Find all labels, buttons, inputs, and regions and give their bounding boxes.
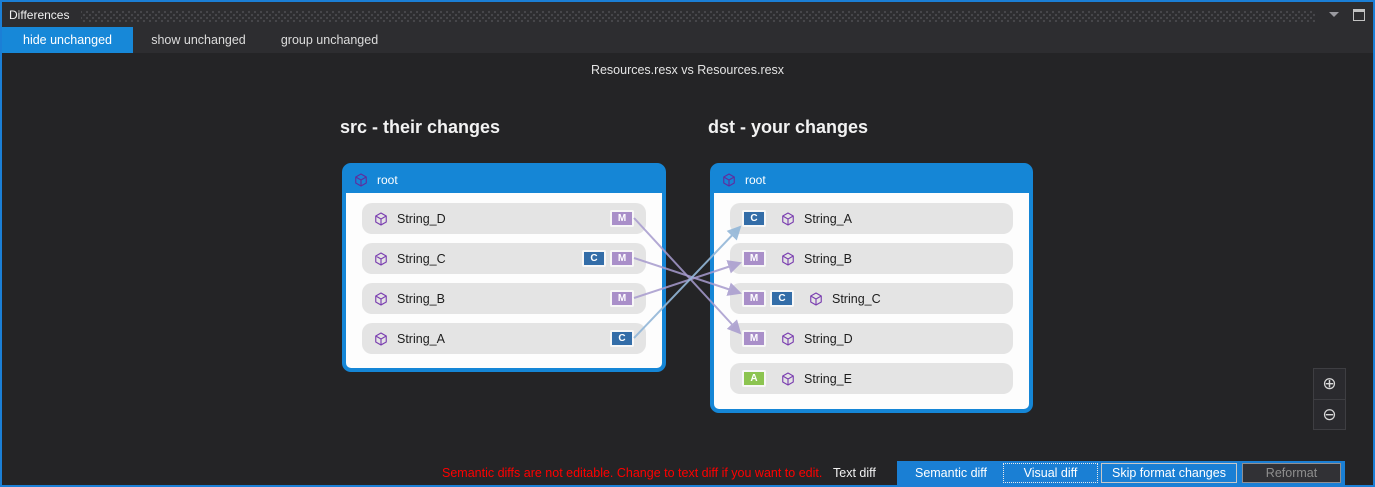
added-badge: A: [742, 370, 766, 387]
namespace-cube-icon: [782, 371, 794, 386]
modified-badge: M: [610, 210, 634, 227]
diff-canvas: Resources.resx vs Resources.resx src - t…: [2, 53, 1373, 461]
connector-string-a: [633, 225, 742, 339]
drag-grip[interactable]: [81, 9, 1315, 22]
window-title: Differences: [9, 7, 70, 22]
namespace-cube-icon: [810, 291, 822, 306]
modified-badge: M: [742, 290, 766, 307]
namespace-cube-icon: [355, 173, 367, 187]
src-tree-panel: root String_D M String_C C M: [342, 163, 666, 372]
dst-item-string-b[interactable]: M String_B: [730, 243, 1013, 274]
diff-connector-lines: [633, 217, 742, 339]
namespace-cube-icon: [375, 211, 387, 226]
dst-item-list: C String_A M String_B M C String_C: [714, 193, 1029, 394]
src-item-string-a[interactable]: String_A C: [362, 323, 646, 354]
changed-badge: C: [582, 250, 606, 267]
zoom-out-button[interactable]: ⊖: [1314, 399, 1345, 429]
dst-root-node[interactable]: root: [714, 167, 1029, 193]
modified-badge: M: [610, 250, 634, 267]
zoom-in-button[interactable]: ⊕: [1314, 369, 1345, 399]
footer-bar: Semantic diffs are not editable. Change …: [2, 461, 1373, 485]
namespace-cube-icon: [723, 173, 735, 187]
dst-item-string-c[interactable]: M C String_C: [730, 283, 1013, 314]
changed-badge: C: [770, 290, 794, 307]
tab-bar: hide unchanged show unchanged group unch…: [2, 27, 1373, 53]
modified-badge: M: [742, 250, 766, 267]
comparison-title: Resources.resx vs Resources.resx: [590, 63, 785, 77]
namespace-cube-icon: [782, 331, 794, 346]
item-label: String_A: [804, 211, 852, 226]
float-window-icon[interactable]: [1353, 8, 1365, 21]
diff-mode-strip: Semantic diff Visual diff Skip format ch…: [897, 461, 1345, 485]
item-label: String_D: [804, 331, 853, 346]
changed-badge: C: [742, 210, 766, 227]
item-label: String_A: [397, 331, 445, 346]
chevron-down-icon[interactable]: [1329, 12, 1339, 17]
connector-string-b: [633, 260, 742, 299]
namespace-cube-icon: [375, 251, 387, 266]
tab-hide-unchanged[interactable]: hide unchanged: [2, 27, 133, 53]
dst-item-string-a[interactable]: C String_A: [730, 203, 1013, 234]
item-label: String_E: [804, 371, 852, 386]
src-item-string-b[interactable]: String_B M: [362, 283, 646, 314]
reformat-button[interactable]: Reformat: [1242, 463, 1341, 483]
zoom-in-icon: ⊕: [1322, 374, 1337, 394]
item-label: String_B: [804, 251, 852, 266]
root-node-label: root: [745, 173, 766, 187]
src-item-list: String_D M String_C C M String_B M: [346, 193, 662, 354]
semantic-diff-warning: Semantic diffs are not editable. Change …: [442, 466, 823, 480]
visual-diff-button[interactable]: Visual diff: [1003, 463, 1098, 483]
zoom-out-icon: ⊖: [1322, 404, 1337, 425]
dst-pane-heading: dst - your changes: [708, 117, 869, 137]
namespace-cube-icon: [375, 291, 387, 306]
namespace-cube-icon: [782, 211, 794, 226]
tab-group-unchanged[interactable]: group unchanged: [280, 33, 379, 47]
item-label: String_C: [832, 291, 881, 306]
src-item-string-c[interactable]: String_C C M: [362, 243, 646, 274]
text-diff-toggle[interactable]: Text diff: [833, 466, 876, 480]
root-node-label: root: [377, 173, 398, 187]
namespace-cube-icon: [782, 251, 794, 266]
title-bar: Differences: [2, 2, 1373, 27]
src-root-node[interactable]: root: [346, 167, 662, 193]
item-label: String_D: [397, 211, 446, 226]
namespace-cube-icon: [375, 331, 387, 346]
src-pane-heading: src - their changes: [340, 117, 501, 137]
src-item-string-d[interactable]: String_D M: [362, 203, 646, 234]
changed-badge: C: [610, 330, 634, 347]
connector-string-c: [633, 257, 742, 296]
zoom-controls: ⊕ ⊖: [1313, 368, 1346, 430]
modified-badge: M: [742, 330, 766, 347]
tab-show-unchanged[interactable]: show unchanged: [151, 33, 246, 47]
dst-item-string-e[interactable]: A String_E: [730, 363, 1013, 394]
dst-item-string-d[interactable]: M String_D: [730, 323, 1013, 354]
semantic-diff-button[interactable]: Semantic diff: [914, 466, 988, 480]
item-label: String_B: [397, 291, 445, 306]
modified-badge: M: [610, 290, 634, 307]
skip-format-changes-button[interactable]: Skip format changes: [1101, 463, 1237, 483]
dst-tree-panel: root C String_A M String_B M C: [710, 163, 1033, 413]
item-label: String_C: [397, 251, 446, 266]
